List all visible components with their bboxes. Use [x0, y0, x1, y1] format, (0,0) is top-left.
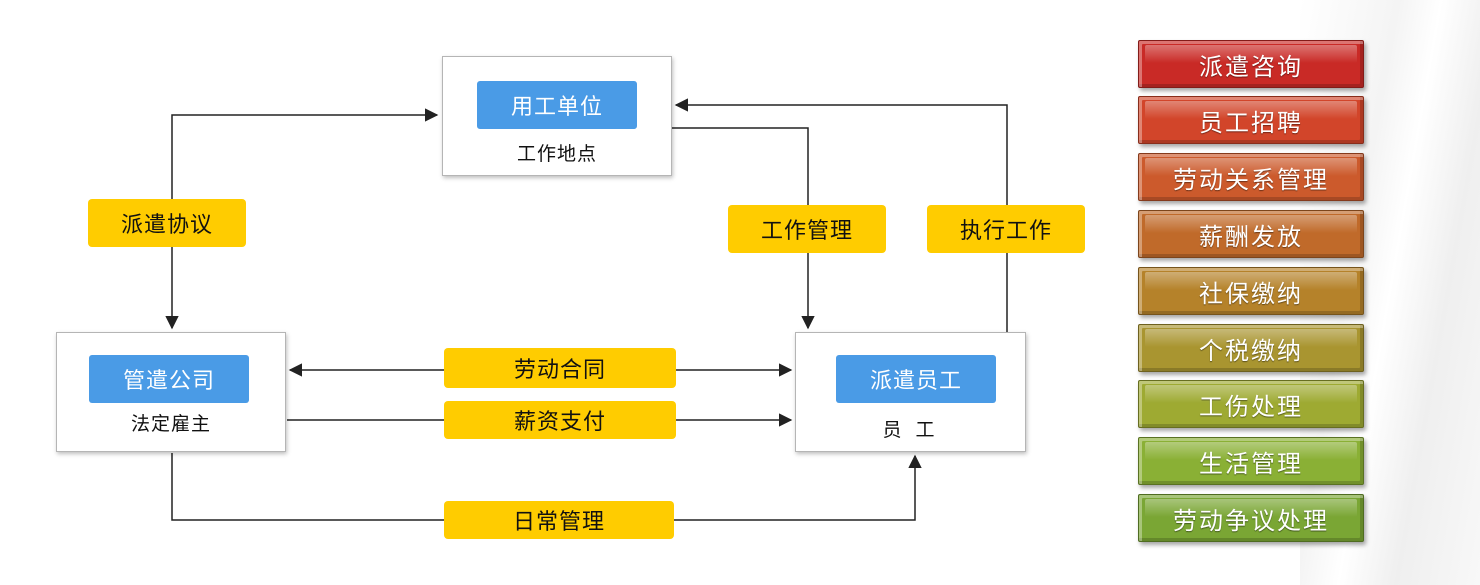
service-button-income-tax[interactable]: 个税缴纳 — [1138, 324, 1364, 372]
label-labor-contract: 劳动合同 — [444, 348, 676, 388]
service-label: 个税缴纳 — [1199, 336, 1303, 365]
service-label: 薪酬发放 — [1199, 222, 1303, 251]
service-label: 劳动关系管理 — [1173, 165, 1329, 194]
edge-execute-work — [674, 98, 1008, 332]
node-employer-unit-title: 用工单位 — [477, 81, 637, 129]
node-employer-unit: 用工单位 工作地点 — [442, 56, 672, 176]
node-employer-unit-subtitle: 工作地点 — [516, 143, 597, 165]
label-execute-work: 执行工作 — [927, 205, 1085, 253]
service-label: 劳动争议处理 — [1173, 506, 1329, 535]
edge-dispatch-agreement — [165, 108, 439, 330]
label-work-management: 工作管理 — [728, 205, 886, 253]
label-dispatch-agreement: 派遣协议 — [88, 199, 246, 247]
service-button-labor-dispute[interactable]: 劳动争议处理 — [1138, 494, 1364, 542]
label-daily-management: 日常管理 — [444, 501, 674, 539]
service-button-social-insurance[interactable]: 社保缴纳 — [1138, 267, 1364, 315]
node-management-company: 管遣公司 法定雇主 — [56, 332, 286, 452]
node-dispatched-employee: 派遣员工 员 工 — [795, 332, 1026, 452]
service-label: 员工招聘 — [1199, 108, 1303, 137]
node-management-company-title: 管遣公司 — [89, 355, 249, 403]
service-label: 派遣咨询 — [1199, 52, 1303, 81]
service-button-life-management[interactable]: 生活管理 — [1138, 437, 1364, 485]
node-management-company-subtitle: 法定雇主 — [130, 413, 211, 435]
service-label: 生活管理 — [1199, 449, 1303, 478]
edge-work-management — [672, 127, 815, 330]
service-label: 工伤处理 — [1199, 392, 1303, 421]
label-salary-payment: 薪资支付 — [444, 401, 676, 439]
service-button-recruitment[interactable]: 员工招聘 — [1138, 96, 1364, 144]
service-button-work-injury[interactable]: 工伤处理 — [1138, 380, 1364, 428]
service-button-labor-relations[interactable]: 劳动关系管理 — [1138, 153, 1364, 201]
service-button-payroll[interactable]: 薪酬发放 — [1138, 210, 1364, 258]
service-button-dispatch-consulting[interactable]: 派遣咨询 — [1138, 40, 1364, 88]
service-label: 社保缴纳 — [1199, 279, 1303, 308]
node-dispatched-employee-subtitle: 员 工 — [882, 419, 939, 441]
node-dispatched-employee-title: 派遣员工 — [836, 355, 996, 403]
